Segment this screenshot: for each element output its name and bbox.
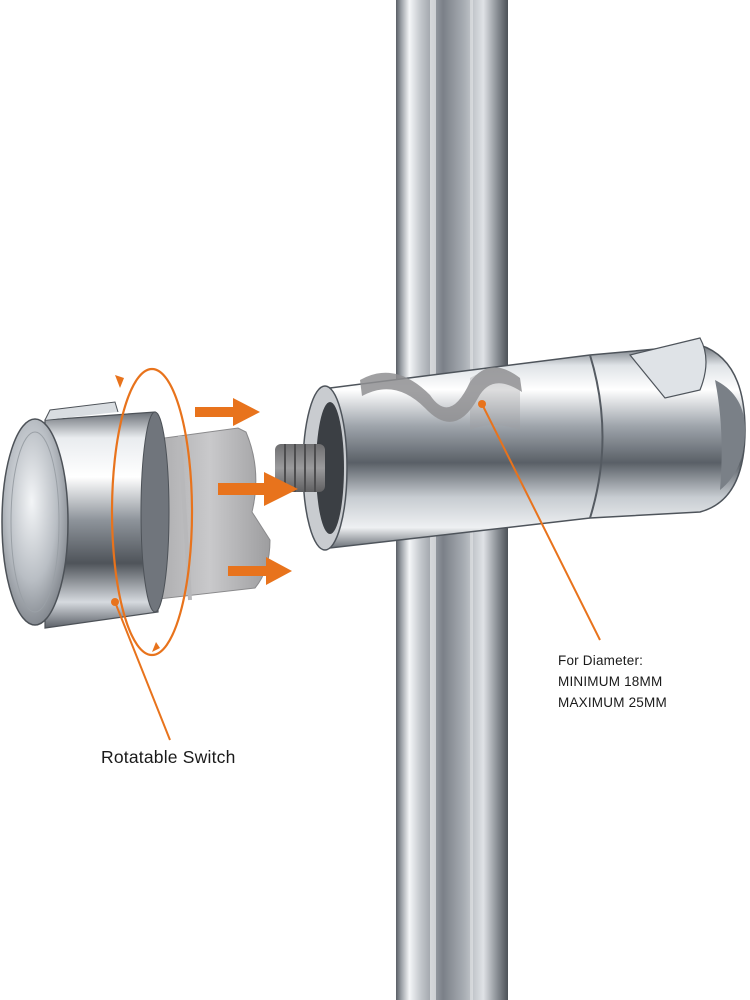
switch-callout-line xyxy=(111,598,171,741)
insert-arrow-middle xyxy=(218,472,298,506)
diameter-callout-line xyxy=(478,400,601,641)
threaded-stub xyxy=(275,444,325,492)
insert-arrow-top xyxy=(195,398,260,426)
rotatable-switch-label: Rotatable Switch xyxy=(101,747,236,767)
rail-clamp-body xyxy=(275,337,746,551)
rotatable-switch-knob xyxy=(1,401,170,629)
insert-arrow-bottom xyxy=(228,557,292,585)
rotation-indicator xyxy=(110,367,194,657)
diameter-minimum: MINIMUM 18MM xyxy=(558,674,663,689)
diameter-heading: For Diameter: xyxy=(558,653,644,668)
diameter-maximum: MAXIMUM 25MM xyxy=(558,695,667,710)
diameter-spec: For Diameter: MINIMUM 18MM MAXIMUM 25MM xyxy=(558,650,667,713)
